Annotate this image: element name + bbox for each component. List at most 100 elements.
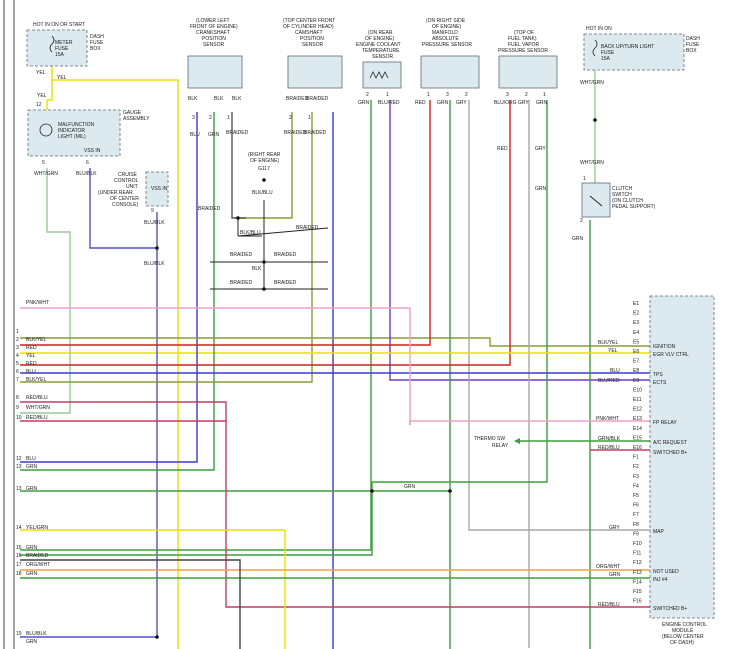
- fuel-wire-blu-org: BLU/ORG: [494, 100, 517, 106]
- cruise-pin-9: 9: [151, 208, 154, 214]
- gauge-wire-wht-grn: WHT/GRN: [34, 171, 58, 177]
- map-wire-red: RED: [415, 100, 426, 106]
- thermistor-icon: [369, 71, 389, 79]
- fuse-left-box-2: FUSE: [90, 40, 104, 46]
- ect-loc-1: (ON REAR: [368, 30, 393, 36]
- ecm-pin: F2: [633, 464, 639, 470]
- left-pin-label: PNK/WHT: [26, 300, 49, 306]
- ecm-wire-blu: BLU: [610, 368, 620, 374]
- braided-junctions: [210, 200, 329, 290]
- ecm-pin: E14: [633, 426, 642, 432]
- cruise-wire-b: BLU/BLK: [144, 261, 165, 267]
- left-pin-number: 6: [16, 369, 19, 375]
- cruise-2: CONTROL: [114, 178, 139, 184]
- crank-wire-1: BLU: [190, 132, 200, 138]
- map-loc-1: (ON RIGHT SIDE: [426, 18, 466, 24]
- ecm-pin: F16: [633, 599, 642, 605]
- ground-loc-1: (RIGHT REAR: [248, 152, 281, 158]
- ect-wire-blu-red: BLU/RED: [378, 100, 400, 106]
- crank-loc-2: FRONT OF ENGINE): [190, 24, 238, 30]
- cam-loc-4: POSITION: [300, 36, 324, 42]
- wire-braided-16: [20, 559, 241, 649]
- left-pin-number: 10: [16, 415, 22, 421]
- gauge-assembly: 12 GAUGE ASSEMBLY MALFUNCTION INDICATOR …: [27, 102, 150, 177]
- wire-red-blu-8: [20, 401, 650, 608]
- label-grn-fuel: GRN: [535, 186, 547, 192]
- fuse-right-box-1: DASH: [686, 36, 700, 42]
- crank-wire-3: BRAIDED: [226, 130, 249, 136]
- cam-loc-2: OF CYLINDER HEAD): [283, 24, 334, 30]
- fuel-pin-1: 1: [543, 92, 546, 98]
- clutch-1: CLUTCH: [612, 186, 633, 192]
- ecm-wire-yel: YEL: [608, 348, 618, 354]
- junction-dot: [370, 489, 374, 493]
- label-yel-b: YEL: [57, 75, 67, 81]
- left-pin-number: 2: [16, 337, 19, 343]
- gauge-pin-12: 12: [36, 102, 42, 108]
- crank-loc-5: SENSOR: [203, 42, 225, 48]
- left-pin-label: RED/BLU: [26, 395, 48, 401]
- map-pin-2: 2: [465, 92, 468, 98]
- ecm-pin: E1: [633, 301, 639, 307]
- ecm-label-not-used: NOT USED: [653, 569, 679, 575]
- crank-top-2: BLK: [214, 96, 224, 102]
- ecm-label-map: MAP: [653, 529, 665, 535]
- map-loc-3: MANIFOLD: [432, 30, 458, 36]
- cruise-wire: BLU/BLK: [144, 220, 165, 226]
- ecm-pin: E4: [633, 330, 639, 336]
- ecm-module-4: OF DASH): [670, 640, 694, 646]
- crank-pin-3: 3: [192, 115, 195, 121]
- left-pin-number: 13: [16, 486, 22, 492]
- ecm-wire-blk-yel: BLK/YEL: [598, 340, 619, 346]
- label-yel-c: YEL: [37, 93, 47, 99]
- wire-pnk-wht: [20, 307, 650, 422]
- ecm-label-inj4: INJ #4: [653, 577, 668, 583]
- fuel-wire-gry: GRY: [518, 100, 529, 106]
- fuse-left-type: FUSE: [55, 46, 69, 52]
- ecm-wire-org-wht: ORG/WHT: [596, 564, 620, 570]
- ecm-pin: F15: [633, 589, 642, 595]
- wire-fuel-red: [20, 100, 511, 366]
- ecm-label-tps: TPS: [653, 372, 663, 378]
- ecm-pin: F6: [633, 503, 639, 509]
- left-pin-label: BLU: [26, 456, 36, 462]
- fuse-left-box-1: DASH: [90, 34, 104, 40]
- label-gry-fuel: GRY: [535, 146, 546, 152]
- ecm-wire-red-blu-2: RED/BLU: [598, 602, 620, 608]
- junction-dot: [262, 260, 266, 264]
- left-pin-number: 4: [16, 353, 19, 359]
- left-pin-label: GRN: [26, 639, 38, 645]
- wire-crank-grn: [20, 112, 215, 471]
- label-braided-crank: BRAIDED: [198, 206, 221, 212]
- wire-cam-blk-yel: [20, 112, 313, 383]
- fuse-right-header: HOT IN ON: [586, 26, 612, 32]
- left-pin-label: WHT/GRN: [26, 405, 50, 411]
- left-pin-label: BLK/YEL: [26, 377, 47, 383]
- ecm-wire-grn: GRN: [609, 572, 621, 578]
- junction-dot: [593, 118, 597, 122]
- ecm-pin: F1: [633, 455, 639, 461]
- wire-blk-yel-e5: [20, 337, 650, 347]
- label-braided-d: BRAIDED: [274, 280, 297, 286]
- wire-blu-blk-gauge: [89, 168, 157, 249]
- ecm-pin: E13: [633, 416, 642, 422]
- clutch-pin-1: 1: [583, 176, 586, 182]
- fuse-left-amp: 15A: [55, 52, 65, 58]
- cam-wire-2: BRAIDED: [304, 130, 327, 136]
- gauge-vss-in: VSS IN: [84, 148, 101, 154]
- cam-pin-1: 1: [308, 115, 311, 121]
- fuse-right-type: FUSE: [601, 50, 615, 56]
- left-pin-label: RED/BLU: [26, 415, 48, 421]
- ecm-pin: E15: [633, 435, 642, 441]
- left-pin-label: BLU: [26, 369, 36, 375]
- fuse-symbol-icon: [592, 39, 598, 57]
- left-pin-label: GRN: [26, 464, 38, 470]
- ecm-pin: F9: [633, 531, 639, 537]
- ecm-pin: E2: [633, 311, 639, 317]
- left-pin-number: 5: [16, 361, 19, 367]
- camshaft-sensor: (TOP CENTER FRONT OF CYLINDER HEAD) CAMS…: [283, 18, 343, 136]
- fuel-loc-4: PRESSURE SENSOR: [498, 48, 548, 54]
- map-wire-gry: GRY: [456, 100, 467, 106]
- cruise-5: OF CENTER: [110, 196, 139, 202]
- map-sensor: (ON RIGHT SIDE OF ENGINE) MANIFOLD ABSOL…: [415, 18, 480, 106]
